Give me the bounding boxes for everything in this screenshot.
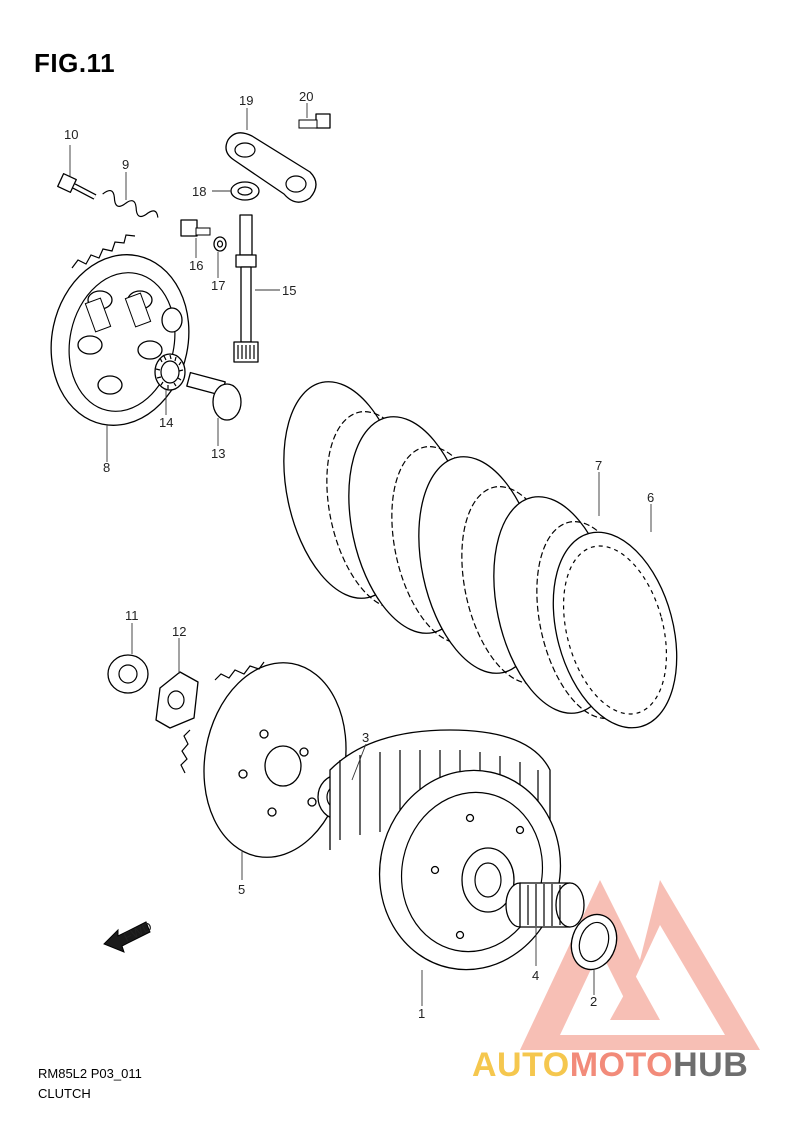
callout-3: 3 (362, 730, 369, 745)
callout-20: 20 (299, 89, 313, 104)
watermark-moto: MOTO (569, 1046, 674, 1084)
bearing-14 (154, 353, 186, 391)
callout-9: 9 (122, 157, 129, 172)
lock-washer-12 (155, 671, 199, 729)
diagram-name: CLUTCH (38, 1086, 91, 1101)
callout-1: 1 (418, 1006, 425, 1021)
watermark-hub: HUB (673, 1046, 749, 1084)
watermark-auto: AUTO (472, 1046, 570, 1084)
callout-8: 8 (103, 460, 110, 475)
fwd-label: FWD (121, 918, 154, 944)
callout-18: 18 (192, 184, 206, 199)
clutch-plate-stack-6-7 (283, 381, 678, 729)
callout-4: 4 (532, 968, 539, 983)
oil-seal-18 (230, 181, 260, 201)
clutch-housing-1 (329, 729, 562, 971)
needle-bearing-4 (505, 882, 585, 928)
callout-16: 16 (189, 258, 203, 273)
bolt-20 (298, 113, 331, 129)
bolt-10 (57, 173, 97, 200)
callout-12: 12 (172, 624, 186, 639)
figure-title: FIG.11 (34, 48, 116, 78)
watermark-brand: AUTOMOTOHUB (472, 1046, 748, 1085)
callout-labels: 10 9 8 14 13 16 17 15 18 19 20 7 6 11 12… (64, 89, 654, 1021)
callout-17: 17 (211, 278, 225, 293)
clutch-hub-5 (180, 661, 347, 858)
callout-13: 13 (211, 446, 225, 461)
callout-14: 14 (159, 415, 173, 430)
diagram-code: RM85L2 P03_011 (38, 1066, 142, 1081)
callout-2: 2 (590, 994, 597, 1009)
callout-15: 15 (282, 283, 296, 298)
clutch-push-piece-13 (186, 371, 242, 421)
pressure-plate-8 (50, 234, 190, 426)
callout-7: 7 (595, 458, 602, 473)
washer-17 (213, 236, 227, 252)
spring-9 (102, 190, 159, 218)
callout-5: 5 (238, 882, 245, 897)
nut-11 (107, 654, 149, 694)
bolt-16 (180, 219, 211, 237)
fwd-arrow-icon: FWD (103, 918, 154, 953)
callout-6: 6 (647, 490, 654, 505)
callout-19: 19 (239, 93, 253, 108)
thrust-washer-2 (570, 913, 618, 971)
release-shaft-15 (233, 214, 259, 363)
leader-lines (69, 103, 652, 1006)
callout-10: 10 (64, 127, 78, 142)
callout-11: 11 (125, 608, 139, 623)
release-arm-19 (225, 132, 317, 203)
